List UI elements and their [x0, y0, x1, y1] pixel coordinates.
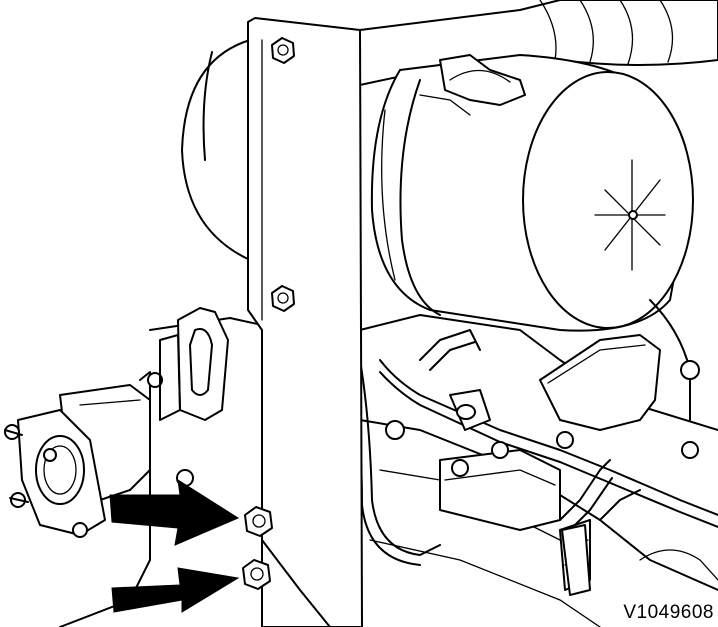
lifting-eye — [159, 307, 229, 421]
bracket-bolts — [271, 37, 295, 312]
bottom-hose — [561, 489, 718, 596]
figure-reference-code: V1049608 — [623, 602, 714, 623]
turbo-housing — [181, 39, 251, 261]
engine-bolts — [147, 360, 700, 487]
arrow-lower — [111, 567, 240, 613]
target-bolt-lower — [242, 559, 271, 590]
fuel-pipes — [351, 329, 718, 566]
exhaust-flange — [4, 384, 151, 538]
mounting-bracket — [247, 17, 363, 627]
bracket-bolt-middle — [271, 285, 295, 312]
air-filter-canister — [370, 54, 694, 332]
arrow-upper — [109, 479, 240, 546]
target-bolt-upper — [244, 506, 273, 537]
bracket-bolt-top — [271, 37, 295, 64]
